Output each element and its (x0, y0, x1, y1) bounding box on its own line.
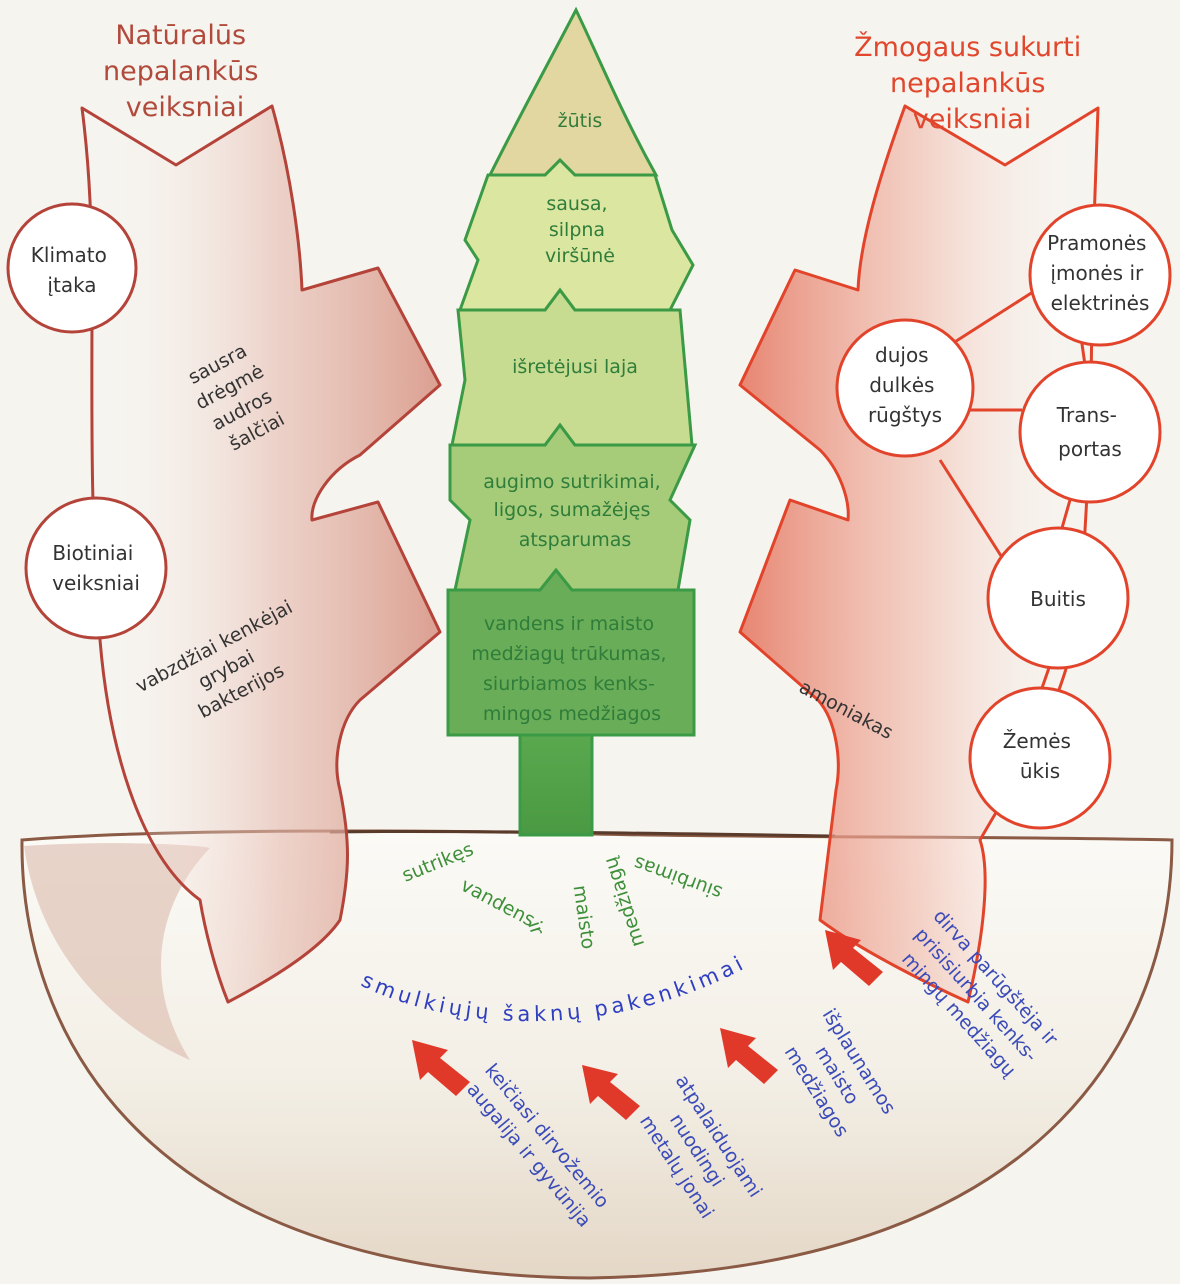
biotic-node-text: Biotiniai veiksniai (52, 541, 140, 595)
soil-left-tint (24, 843, 210, 1060)
human-nodes (835, 203, 1172, 830)
soil-arrow-4 (825, 930, 883, 986)
tree-level-1 (487, 6, 659, 177)
agriculture-node (968, 686, 1112, 830)
transport-node (1018, 360, 1162, 504)
soil-arrows (412, 930, 883, 1120)
tree-level-2-text: sausa, silpna viršūnė (545, 193, 615, 267)
tree-level-4-text: augimo sutrikimai, ligos, sumažėjęs atsp… (483, 471, 666, 551)
household-node-text: Buitis (1030, 587, 1086, 611)
soil-arrow-2 (582, 1065, 640, 1120)
biotic-node (24, 496, 168, 640)
agriculture-node-text: Žemės ūkis (1003, 729, 1078, 783)
tree-crown (446, 6, 698, 737)
soil-arrow-3 (720, 1028, 778, 1084)
soil-arrow-1 (412, 1040, 470, 1096)
tree-trunk (518, 733, 594, 837)
household-node (986, 526, 1130, 670)
industry-node (1028, 203, 1172, 347)
emissions-node (835, 318, 975, 458)
climate-node (6, 202, 138, 334)
human-title: Žmogaus sukurti nepalankūs veiksniai (854, 31, 1090, 135)
climate-node-text: Klimato įtaka (31, 243, 113, 297)
natural-nodes (6, 202, 168, 640)
industry-node-text: Pramonės įmonės ir elektrinės (1047, 231, 1153, 315)
natural-factors-arrow (80, 104, 442, 1004)
tree-level-5-text: vandens ir maisto medžiagų trūkumas, siu… (471, 613, 672, 725)
emissions-node-text: dujos dulkės rūgštys (868, 343, 942, 427)
tree-level-1-text: žūtis (558, 110, 603, 132)
natural-title: Natūralūs nepalankūs veiksniai (103, 20, 267, 123)
transport-node-text: Trans- portas (1056, 403, 1123, 461)
tree-level-3-text: išretėjusi laja (512, 356, 638, 378)
